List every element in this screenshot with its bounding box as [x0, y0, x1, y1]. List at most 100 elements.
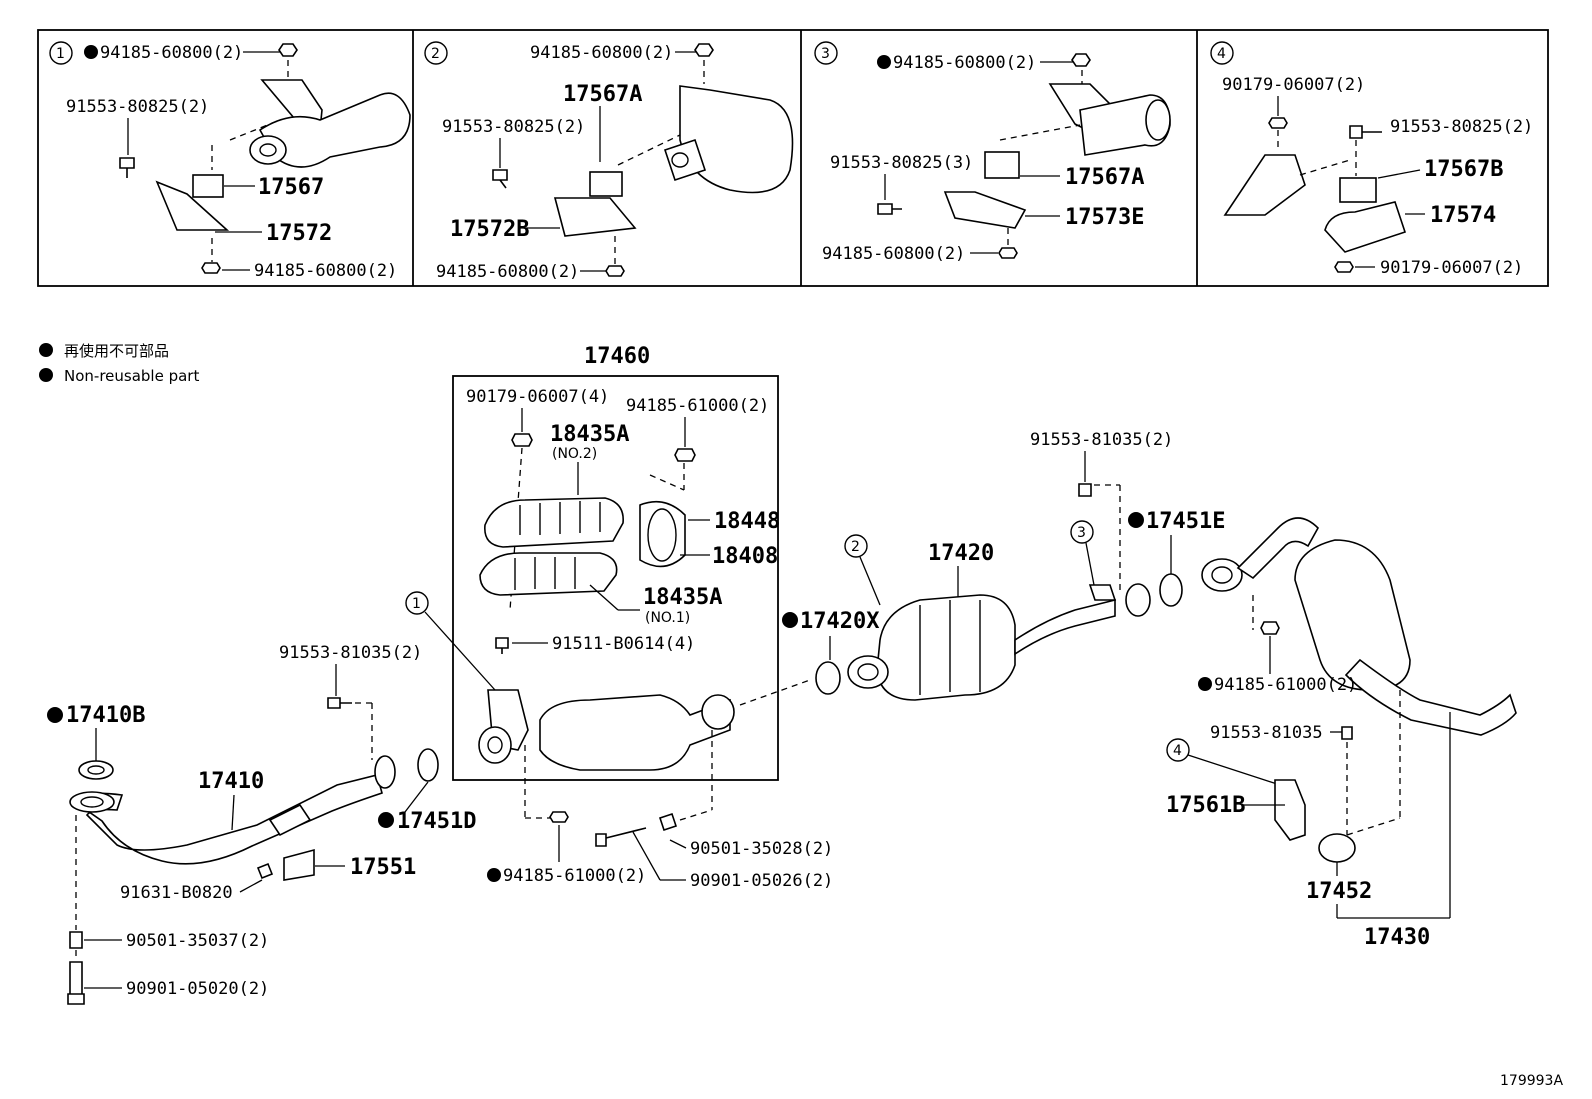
- gasket-icon: [1159, 573, 1183, 607]
- panel-3-label-bolt[interactable]: 91553-80825(3): [830, 153, 973, 173]
- label-91553-81035-left[interactable]: 91553-81035(2): [279, 643, 422, 663]
- label-17460[interactable]: 17460: [584, 344, 650, 369]
- pipe-icon: [1014, 598, 1116, 656]
- label-91631-B0820[interactable]: 91631-B0820: [120, 883, 233, 903]
- label-90501-35028[interactable]: 90501-35028(2): [690, 839, 833, 859]
- label-17420X[interactable]: 17420X: [800, 609, 879, 634]
- center-muffler-group: 17420X 2 17420 3: [739, 520, 1151, 706]
- non-reusable-mark: [39, 368, 53, 382]
- label-17451E[interactable]: 17451E: [1146, 509, 1225, 534]
- non-reusable-mark: [782, 612, 798, 628]
- bolt-icon: [327, 697, 352, 709]
- panel-1-label-bracket[interactable]: 17572: [266, 221, 332, 246]
- panel-2-label-bracket[interactable]: 17572B: [450, 217, 529, 242]
- label-17561B[interactable]: 17561B: [1166, 793, 1245, 818]
- panel-4-label-bolt[interactable]: 91553-80825(2): [1390, 117, 1533, 137]
- rubber-mount-icon: [192, 174, 224, 198]
- panel-1: 1 94185-60800(2) 91553-80825(2) 17567 17…: [49, 41, 411, 281]
- flange-icon: [663, 138, 707, 182]
- bracket-icon: [553, 197, 637, 237]
- panel-4-label-nut-bottom[interactable]: 90179-06007(2): [1380, 258, 1523, 278]
- clamp-icon: [639, 500, 686, 568]
- label-18435A-lower[interactable]: 18435A: [643, 585, 722, 610]
- panel-2: 2 94185-60800(2) 17567A 91553-80825(2) 1…: [424, 41, 794, 282]
- panel-4-number: 4: [1217, 46, 1226, 62]
- label-18448[interactable]: 18448: [714, 509, 780, 534]
- circle-3-label: 3: [1077, 525, 1086, 541]
- label-94185-61000-2a[interactable]: 94185-61000(2): [626, 396, 769, 416]
- label-90901-05020[interactable]: 90901-05020(2): [126, 979, 269, 999]
- non-reusable-mark: [378, 812, 394, 828]
- nut-icon: [278, 43, 298, 57]
- panel-3: 3 94185-60800(2) 17567A 91553-80825(3) 1…: [814, 41, 1171, 264]
- label-94185-61000-bottom[interactable]: 94185-61000(2): [503, 866, 646, 886]
- panel-1-label-bolt[interactable]: 91553-80825(2): [66, 97, 209, 117]
- panel-1-number: 1: [56, 46, 65, 62]
- label-17551[interactable]: 17551: [350, 855, 416, 880]
- panel-4: 4 90179-06007(2) 91553-80825(2) 17567B 1…: [1210, 41, 1533, 278]
- non-reusable-mark: [47, 707, 63, 723]
- panel-2-label-mount[interactable]: 17567A: [563, 82, 642, 107]
- panel-1-label-nut-top[interactable]: 94185-60800(2): [100, 43, 243, 63]
- label-17430[interactable]: 17430: [1364, 925, 1430, 950]
- front-pipe-group: 91553-81035(2) 17410B 17410 17451D 17551…: [47, 643, 476, 1005]
- catalyst-assy-group: 17460 90179-06007(4) 94185-61000(2) 1843…: [405, 344, 780, 781]
- label-90501-35037[interactable]: 90501-35037(2): [126, 931, 269, 951]
- label-no2: (NO.2): [552, 446, 597, 462]
- panel-1-label-nut-bottom[interactable]: 94185-60800(2): [254, 261, 397, 281]
- non-reusable-mark: [1128, 512, 1144, 528]
- non-reusable-mark: [39, 343, 53, 357]
- label-91553-81035-mid[interactable]: 91553-81035(2): [1030, 430, 1173, 450]
- non-reusable-mark: [877, 55, 891, 69]
- panel-4-label-nut-top[interactable]: 90179-06007(2): [1222, 75, 1365, 95]
- panel-4-label-bracket[interactable]: 17574: [1430, 203, 1496, 228]
- catalytic-converter-icon: [539, 694, 731, 771]
- label-18408[interactable]: 18408: [712, 544, 778, 569]
- front-pipe-icon: [70, 774, 383, 865]
- label-17410[interactable]: 17410: [198, 769, 264, 794]
- spring-icon: [658, 812, 678, 832]
- label-91511-B0614[interactable]: 91511-B0614(4): [552, 634, 695, 654]
- label-17451D[interactable]: 17451D: [397, 809, 476, 834]
- panel-3-label-nut-bottom[interactable]: 94185-60800(2): [822, 244, 965, 264]
- label-17410B[interactable]: 17410B: [66, 703, 145, 728]
- panel-2-label-bolt[interactable]: 91553-80825(2): [442, 117, 585, 137]
- non-reusable-mark: [1198, 677, 1212, 691]
- label-18435A-upper[interactable]: 18435A: [550, 422, 629, 447]
- label-17452[interactable]: 17452: [1306, 879, 1372, 904]
- label-90179-06007-4[interactable]: 90179-06007(4): [466, 387, 609, 407]
- bolt-icon: [256, 862, 274, 880]
- label-91553-81035-single[interactable]: 91553-81035: [1210, 723, 1323, 743]
- legend-en: Non-reusable part: [64, 367, 199, 385]
- panel-1-label-mount[interactable]: 17567: [258, 175, 324, 200]
- label-17420[interactable]: 17420: [928, 541, 994, 566]
- hanger-icon: [1088, 584, 1117, 601]
- panel-3-label-nut-top[interactable]: 94185-60800(2): [893, 53, 1036, 73]
- circle-4-label: 4: [1173, 743, 1182, 759]
- bolt-icon: [492, 169, 508, 189]
- nut-icon: [549, 811, 569, 823]
- tail-pipe-group: 94185-61000(2) 91553-81035 4 17561B 1745…: [1166, 517, 1517, 950]
- nut-icon: [694, 43, 714, 57]
- nut-icon: [1268, 117, 1288, 129]
- non-reusable-mark: [84, 45, 98, 59]
- label-94185-61000-right[interactable]: 94185-61000(2): [1214, 675, 1357, 695]
- panel-2-label-nut-bottom[interactable]: 94185-60800(2): [436, 262, 579, 282]
- bolt-icon: [1078, 483, 1092, 497]
- label-90901-05026[interactable]: 90901-05026(2): [690, 871, 833, 891]
- center-muffler-icon: [876, 594, 1016, 701]
- panel-4-label-mount[interactable]: 17567B: [1424, 157, 1503, 182]
- heat-insulator-upper-icon: [484, 497, 624, 548]
- exhaust-pipe-icon: [258, 92, 411, 168]
- nut-icon: [1071, 53, 1091, 67]
- bracket-icon: [943, 191, 1027, 229]
- nut-icon: [1260, 621, 1280, 635]
- tail-muffler-icon: [1294, 539, 1411, 691]
- panel-3-label-mount[interactable]: 17567A: [1065, 165, 1144, 190]
- panel-2-label-nut-top[interactable]: 94185-60800(2): [530, 43, 673, 63]
- hanger-bracket-icon: [1223, 154, 1306, 216]
- nut-icon: [605, 265, 625, 277]
- panel-3-label-bracket[interactable]: 17573E: [1065, 205, 1144, 230]
- bolt-icon: [495, 637, 509, 654]
